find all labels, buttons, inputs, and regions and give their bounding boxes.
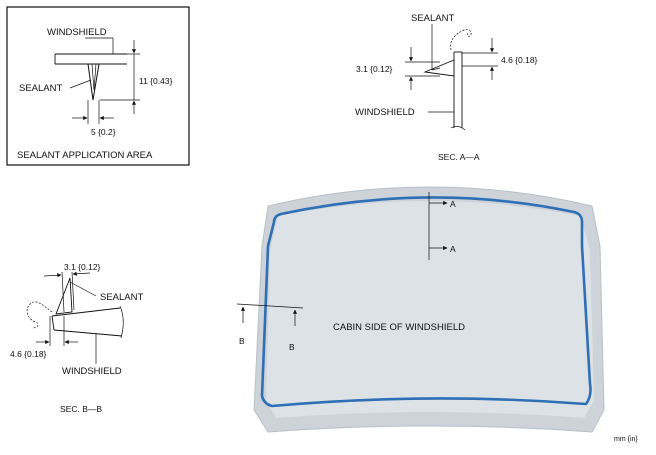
aa-flange-phantom [450, 29, 472, 51]
bb-windshield-end [51, 315, 55, 331]
aa-sealant-label: SEALANT [411, 13, 454, 24]
inset-panel: WINDSHIELD SEALANT 11 {0.43} 5 {0.2} SEA… [6, 6, 190, 166]
aa-break-line [450, 126, 466, 131]
inset-sealant-core [91, 63, 97, 91]
inset-windshield-label: WINDSHIELD [47, 27, 107, 38]
cut-a-bottom-label: A [450, 244, 456, 254]
inset-sealant-label: SEALANT [19, 83, 62, 94]
aa-dim-left: 3.1 {0.12} [356, 64, 393, 74]
section-aa: SEALANT 3.1 {0.12} 4.6 {0.18} WINDSHIELD… [355, 13, 538, 162]
bb-dim-top-arrow-right [72, 271, 91, 276]
aa-caption: SEC. A—A [438, 152, 480, 162]
inset-width-dim: 5 {0.2} [91, 127, 116, 137]
aa-sealant-leader-end [431, 67, 441, 71]
bb-dim-top-arrow-left [43, 273, 62, 278]
bb-dim-top-ext-left [61, 271, 65, 313]
bb-sealant-label: SEALANT [100, 292, 143, 303]
inset-frame [6, 6, 190, 166]
inset-sealant-leader [69, 79, 92, 89]
bb-windshield-top [51, 307, 121, 317]
bb-dim-bottom: 4.6 {0.18} [10, 349, 47, 359]
cut-line-b [236, 303, 304, 309]
bb-break-line [119, 305, 124, 339]
windshield-view: A A B B CABIN SIDE OF WINDSHIELD [236, 186, 605, 433]
inset-height-dim: 11 {0.43} [139, 76, 173, 86]
windshield-sealant-bead [260, 196, 592, 408]
bb-windshield-label: WINDSHIELD [62, 366, 122, 377]
aa-windshield-label: WINDSHIELD [355, 107, 415, 118]
bb-caption: SEC. B—B [60, 404, 102, 414]
windshield-inner-area [266, 201, 594, 418]
bb-windshield-bottom [53, 329, 123, 337]
bb-dim-top-ext-right [71, 271, 75, 311]
section-bb: 3.1 {0.12} SEALANT 4.6 {0.18} WINDSHIELD… [10, 262, 143, 414]
cut-b-right-label: B [289, 342, 295, 352]
inset-caption: SEALANT APPLICATION AREA [17, 150, 153, 161]
cut-a-top-label: A [450, 199, 456, 209]
unit-note: mm {in} [614, 436, 638, 443]
bb-sealant-leader [69, 281, 97, 297]
bb-flange-phantom [26, 301, 53, 329]
bb-dim-top: 3.1 {0.12} [64, 262, 101, 272]
windshield-view-label: CABIN SIDE OF WINDSHIELD [333, 322, 465, 333]
aa-dim-right: 4.6 {0.18} [501, 55, 538, 65]
cut-b-left-label: B [239, 336, 245, 346]
